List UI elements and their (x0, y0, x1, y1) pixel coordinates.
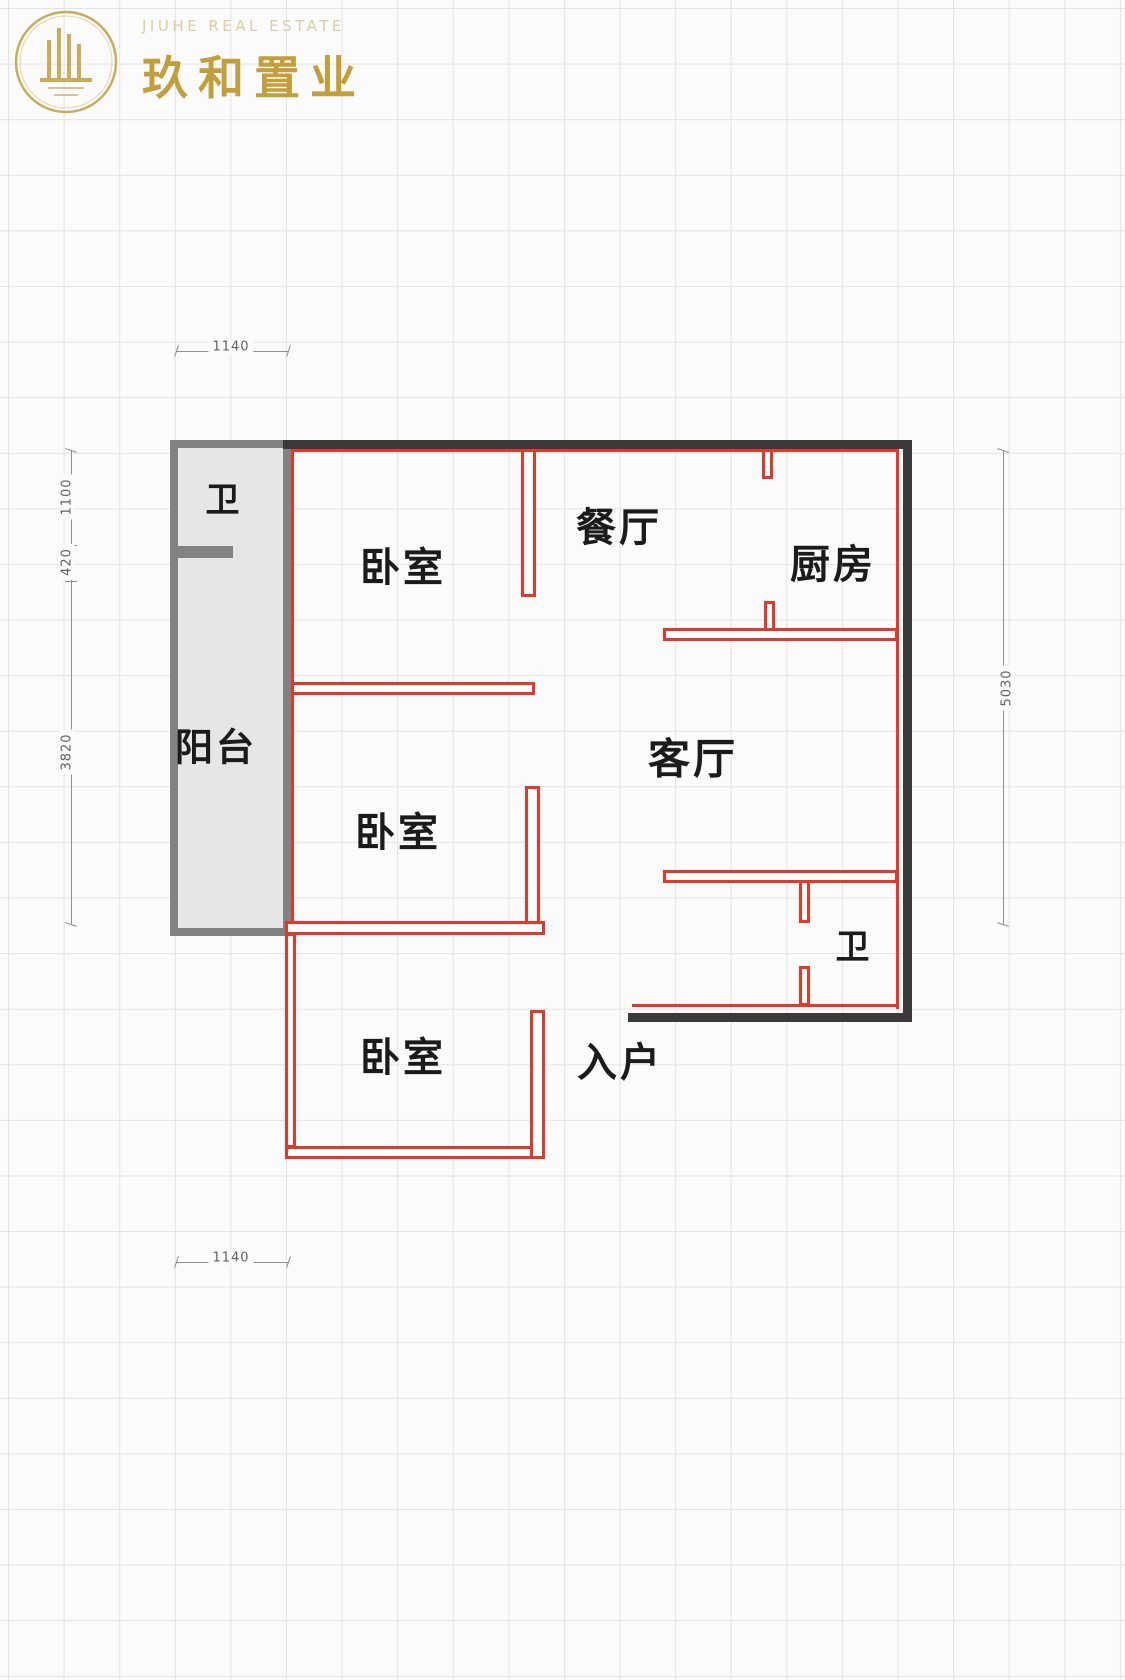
interior-line-bottom (632, 1004, 896, 1007)
dimension-value-left-top: 1100 (59, 474, 75, 520)
dimension-tick (65, 581, 77, 582)
outer-wall-top (283, 440, 912, 449)
wall-bedroom-top-right (521, 449, 536, 597)
wall-bathroom-stub-upper (799, 880, 810, 923)
brand-name-cn: 玖和置业 (142, 50, 366, 105)
dimension-line-left (71, 450, 72, 925)
wall-bedroom-middle-right (525, 786, 540, 933)
wall-bedroom-bottom-bottom (285, 1146, 545, 1159)
dimension-value-left-mid: 420 (59, 544, 75, 580)
wall-bedroom-bottom-right (530, 1010, 545, 1159)
wall-living-bathroom (663, 870, 898, 883)
dimension-value-right: 5030 (999, 665, 1015, 711)
dimension-value-bottom: 1140 (208, 1250, 254, 1266)
outer-wall-right (903, 440, 912, 1022)
balcony-walls (170, 440, 291, 936)
building-logo-icon (14, 10, 118, 114)
wall-bedroom-top-bottom (291, 682, 535, 695)
room-label-living: 客厅 (647, 734, 739, 784)
wall-bathroom-stub-lower (799, 966, 810, 1006)
wall-kitchen-door-stub (764, 601, 775, 631)
room-label-entry: 入户 (577, 1040, 663, 1086)
room-label-bathroom-top: 卫 (205, 480, 243, 521)
brand-logo: JIUHE REAL ESTATE 玖和置业 (12, 8, 366, 116)
interior-line-top (291, 449, 896, 452)
outer-wall-bottom (628, 1013, 912, 1022)
interior-line-right (896, 449, 899, 1009)
wall-bedroom-bottom-left (285, 933, 296, 1148)
room-label-bedroom-bottom: 卧室 (360, 1035, 446, 1081)
wall-top-stub (762, 449, 773, 479)
room-label-balcony: 阳台 (174, 725, 258, 770)
dimension-value-top: 1140 (208, 339, 254, 355)
brand-name-en: JIUHE REAL ESTATE (142, 16, 345, 35)
room-label-bedroom-middle: 卧室 (355, 810, 441, 856)
wall-kitchen (663, 628, 898, 641)
wall-bedroom-divider (285, 921, 545, 935)
balcony-bath-divider-wall (178, 546, 233, 558)
room-label-bathroom-bottom: 卫 (835, 927, 873, 968)
room-label-bedroom-top: 卧室 (360, 545, 446, 591)
dimension-value-left-bottom: 3820 (59, 729, 75, 775)
brand-text: JIUHE REAL ESTATE 玖和置业 (142, 17, 366, 108)
room-label-dining: 餐厅 (576, 505, 662, 551)
room-label-kitchen: 厨房 (790, 542, 876, 588)
